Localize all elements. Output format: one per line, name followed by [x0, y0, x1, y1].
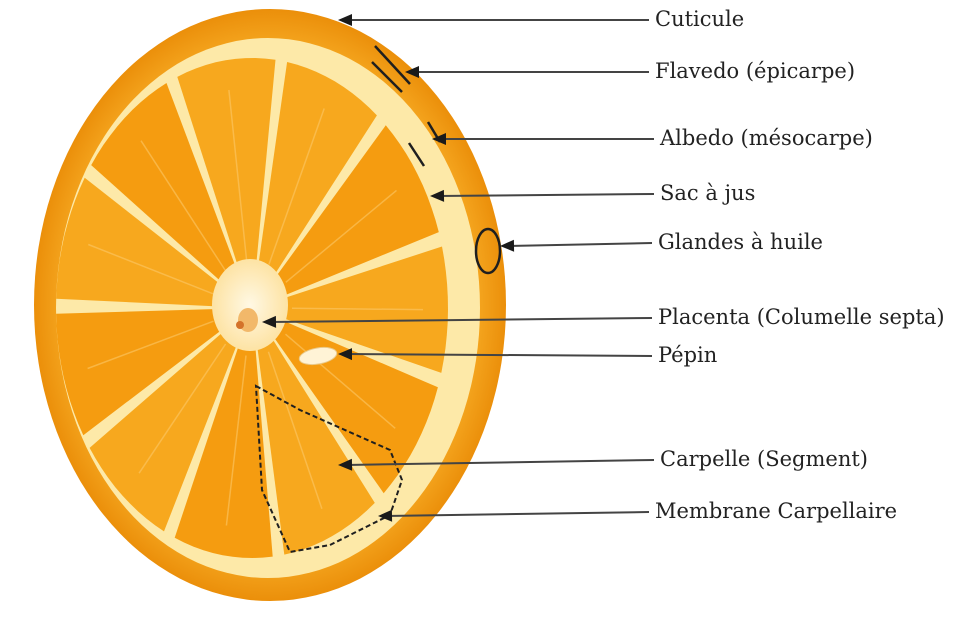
placenta-dot — [236, 321, 244, 329]
label-cuticule: Cuticule — [655, 9, 744, 30]
placenta-center — [212, 259, 288, 351]
label-pepin: Pépin — [658, 345, 717, 366]
arrowhead-glandes-a-huile — [500, 240, 514, 252]
label-membrane-carpellaire: Membrane Carpellaire — [655, 501, 897, 522]
label-albedo: Albedo (mésocarpe) — [660, 128, 873, 149]
label-placenta: Placenta (Columelle septa) — [658, 307, 945, 328]
label-sac-a-jus: Sac à jus — [660, 183, 755, 204]
label-glandes-a-huile: Glandes à huile — [658, 232, 823, 253]
leader-line-glandes-a-huile — [508, 243, 652, 246]
label-flavedo: Flavedo (épicarpe) — [655, 61, 855, 82]
label-carpelle: Carpelle (Segment) — [660, 449, 868, 470]
